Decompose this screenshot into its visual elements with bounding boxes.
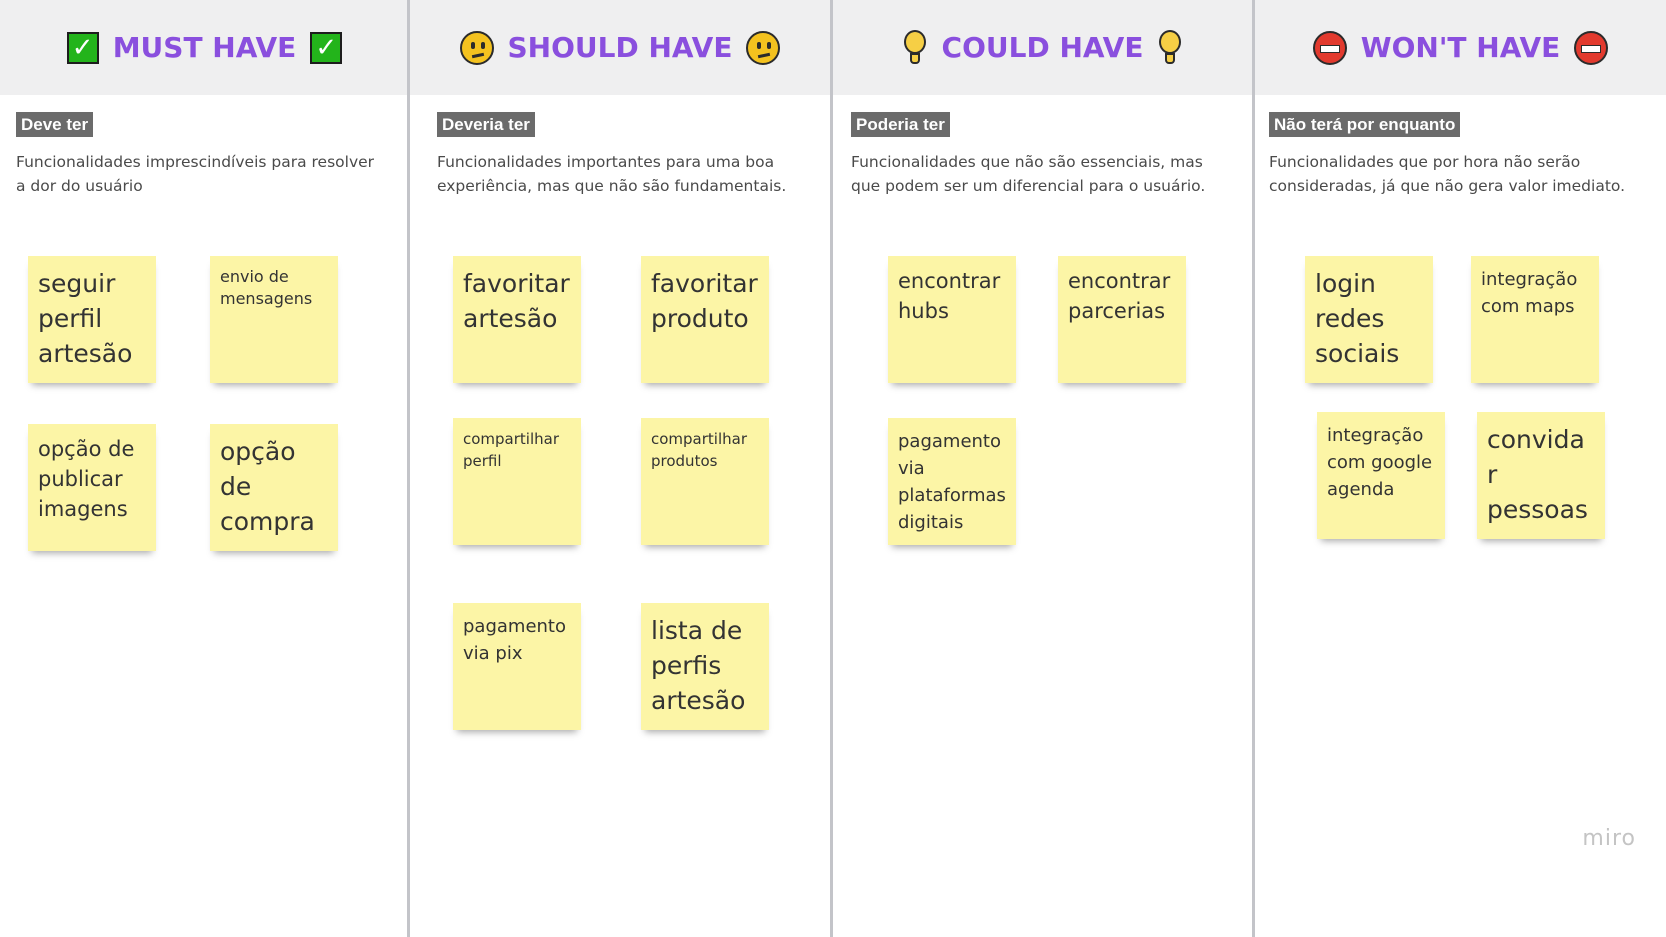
sticky-note[interactable]: favoritar produto bbox=[641, 256, 769, 383]
thinking-face-icon bbox=[746, 30, 781, 65]
sticky-note[interactable]: integração com google agenda bbox=[1317, 412, 1445, 539]
no-entry-icon bbox=[1312, 30, 1347, 65]
column-description: Funcionalidades que não são essenciais, … bbox=[851, 153, 1206, 195]
checkmark-icon: ✓ bbox=[310, 31, 343, 64]
sticky-note[interactable]: compartilhar produtos bbox=[641, 418, 769, 545]
column-title: COULD HAVE bbox=[941, 31, 1144, 64]
column-header: SHOULD HAVE bbox=[410, 0, 830, 95]
sticky-note[interactable]: envio de mensagens bbox=[210, 256, 338, 383]
column-should-have: SHOULD HAVE Deveria ter Funcionalidades … bbox=[410, 0, 830, 937]
column-divider bbox=[407, 0, 410, 937]
column-header: WON'T HAVE bbox=[1255, 0, 1666, 95]
lightbulb-icon bbox=[1157, 29, 1183, 66]
sticky-note[interactable]: lista de perfis artesão bbox=[641, 603, 769, 730]
column-wont-have: WON'T HAVE Não terá por enquanto Funcion… bbox=[1255, 0, 1666, 937]
column-description: Funcionalidades que por hora não serão c… bbox=[1269, 153, 1626, 195]
column-title: MUST HAVE bbox=[112, 31, 297, 64]
sticky-note[interactable]: favoritar artesão bbox=[453, 256, 581, 383]
sticky-note[interactable]: integração com maps bbox=[1471, 256, 1599, 383]
sticky-note[interactable]: compartilhar perfil bbox=[453, 418, 581, 545]
column-could-have: COULD HAVE Poderia ter Funcionalidades q… bbox=[833, 0, 1252, 937]
sticky-note[interactable]: opção de compra bbox=[210, 424, 338, 551]
column-description: Funcionalidades imprescindíveis para res… bbox=[16, 153, 375, 195]
sticky-note[interactable]: encontrar parcerias bbox=[1058, 256, 1186, 383]
checkmark-icon: ✓ bbox=[66, 31, 99, 64]
no-entry-icon bbox=[1574, 30, 1609, 65]
column-title: WON'T HAVE bbox=[1360, 31, 1561, 64]
lightbulb-icon bbox=[902, 29, 928, 66]
column-must-have: ✓ MUST HAVE ✓ Deve ter Funcionalidades i… bbox=[0, 0, 409, 937]
miro-logo: miro bbox=[1582, 826, 1636, 851]
column-divider bbox=[830, 0, 833, 937]
column-header: ✓ MUST HAVE ✓ bbox=[0, 0, 409, 95]
thinking-face-icon bbox=[459, 30, 494, 65]
column-tag: Deve ter bbox=[16, 112, 94, 137]
sticky-note[interactable]: login redes sociais bbox=[1305, 256, 1433, 383]
sticky-note[interactable]: convidar pessoas bbox=[1477, 412, 1605, 539]
sticky-note[interactable]: seguir perfil artesão bbox=[28, 256, 156, 383]
column-tag: Deveria ter bbox=[437, 112, 535, 137]
column-title: SHOULD HAVE bbox=[507, 31, 733, 64]
sticky-note[interactable]: pagamento via plataformas digitais bbox=[888, 418, 1016, 545]
sticky-note[interactable]: encontrar hubs bbox=[888, 256, 1016, 383]
column-header: COULD HAVE bbox=[833, 0, 1252, 95]
column-tag: Não terá por enquanto bbox=[1269, 112, 1461, 137]
sticky-note[interactable]: opção de publicar imagens bbox=[28, 424, 156, 551]
column-tag: Poderia ter bbox=[851, 112, 950, 137]
column-description: Funcionalidades importantes para uma boa… bbox=[437, 153, 787, 195]
column-divider bbox=[1252, 0, 1255, 937]
sticky-note[interactable]: pagamento via pix bbox=[453, 603, 581, 730]
